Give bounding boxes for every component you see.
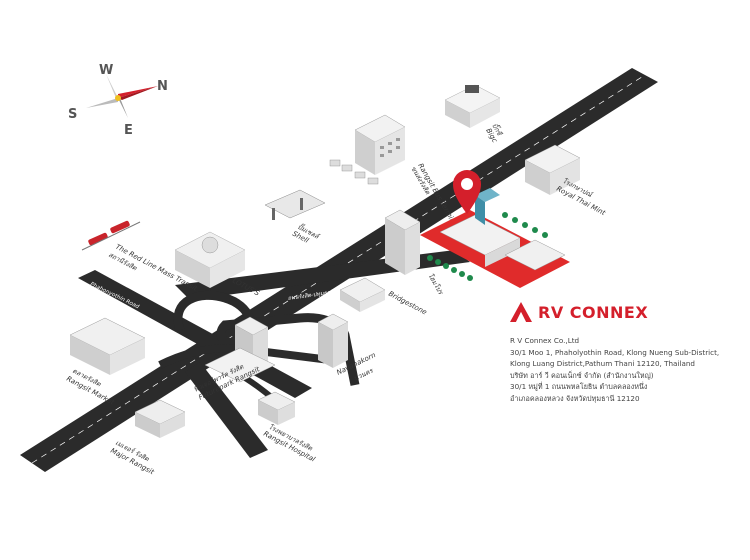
address-line-2: 30/1 Moo 1, Phaholyothin Road, Klong Nue… (510, 347, 720, 357)
address-line-1: R V Connex Co.,Ltd (510, 336, 580, 345)
lower-road (185, 362, 268, 458)
address-line-4: บริษัท อาร์ วี คอนเน็กซ์ จำกัด (สำนักงาน… (510, 370, 654, 380)
rangsit-market-building (69, 317, 146, 375)
rv-connex-logo-icon (510, 302, 532, 322)
lotus-building (174, 231, 246, 288)
homepro-building (384, 209, 421, 275)
bus-terminal-building (329, 114, 406, 185)
rangsit-hospital-building (257, 391, 296, 425)
rv-connex-site (420, 188, 570, 288)
shell-station (264, 189, 326, 220)
compass-rose (86, 74, 158, 118)
compass-west: W (99, 63, 113, 78)
address-line-5: 30/1 หมู่ที่ 1 ถนนพหลโยธิน ตำบลคลองหนึ่ง (510, 382, 648, 391)
big-c-building (444, 84, 501, 128)
bridgestone-label: Bridgestone (387, 290, 428, 317)
address-line-6: อำเภอคลองหลวง จังหวัดปทุมธานี 12120 (510, 393, 640, 403)
compass-south: S (68, 107, 77, 122)
royal-mint-building (524, 144, 581, 195)
navanakorn-building (317, 313, 349, 368)
site-trees (427, 212, 548, 281)
company-address: R V Connex Co.,Ltd 30/1 Moo 1, Phaholyot… (510, 335, 745, 404)
road-network: Phahonyothin Road ถนนรังสิต-ปทุมธานี Ran… (20, 68, 658, 472)
future-park-building (204, 316, 276, 383)
location-pin-icon[interactable] (453, 170, 481, 214)
compass-north: N (157, 79, 168, 94)
major-building (134, 399, 186, 438)
homepro-label: โฮมโปร (426, 272, 445, 297)
red-line-trains (81, 220, 141, 251)
bridgestone-building (339, 277, 386, 312)
compass-east: E (124, 123, 133, 138)
brand-block: RV CONNEX (510, 302, 648, 322)
brand-name: RV CONNEX (538, 302, 649, 322)
address-line-3: Klong Luang District,Pathum Thani 12120,… (510, 359, 695, 368)
